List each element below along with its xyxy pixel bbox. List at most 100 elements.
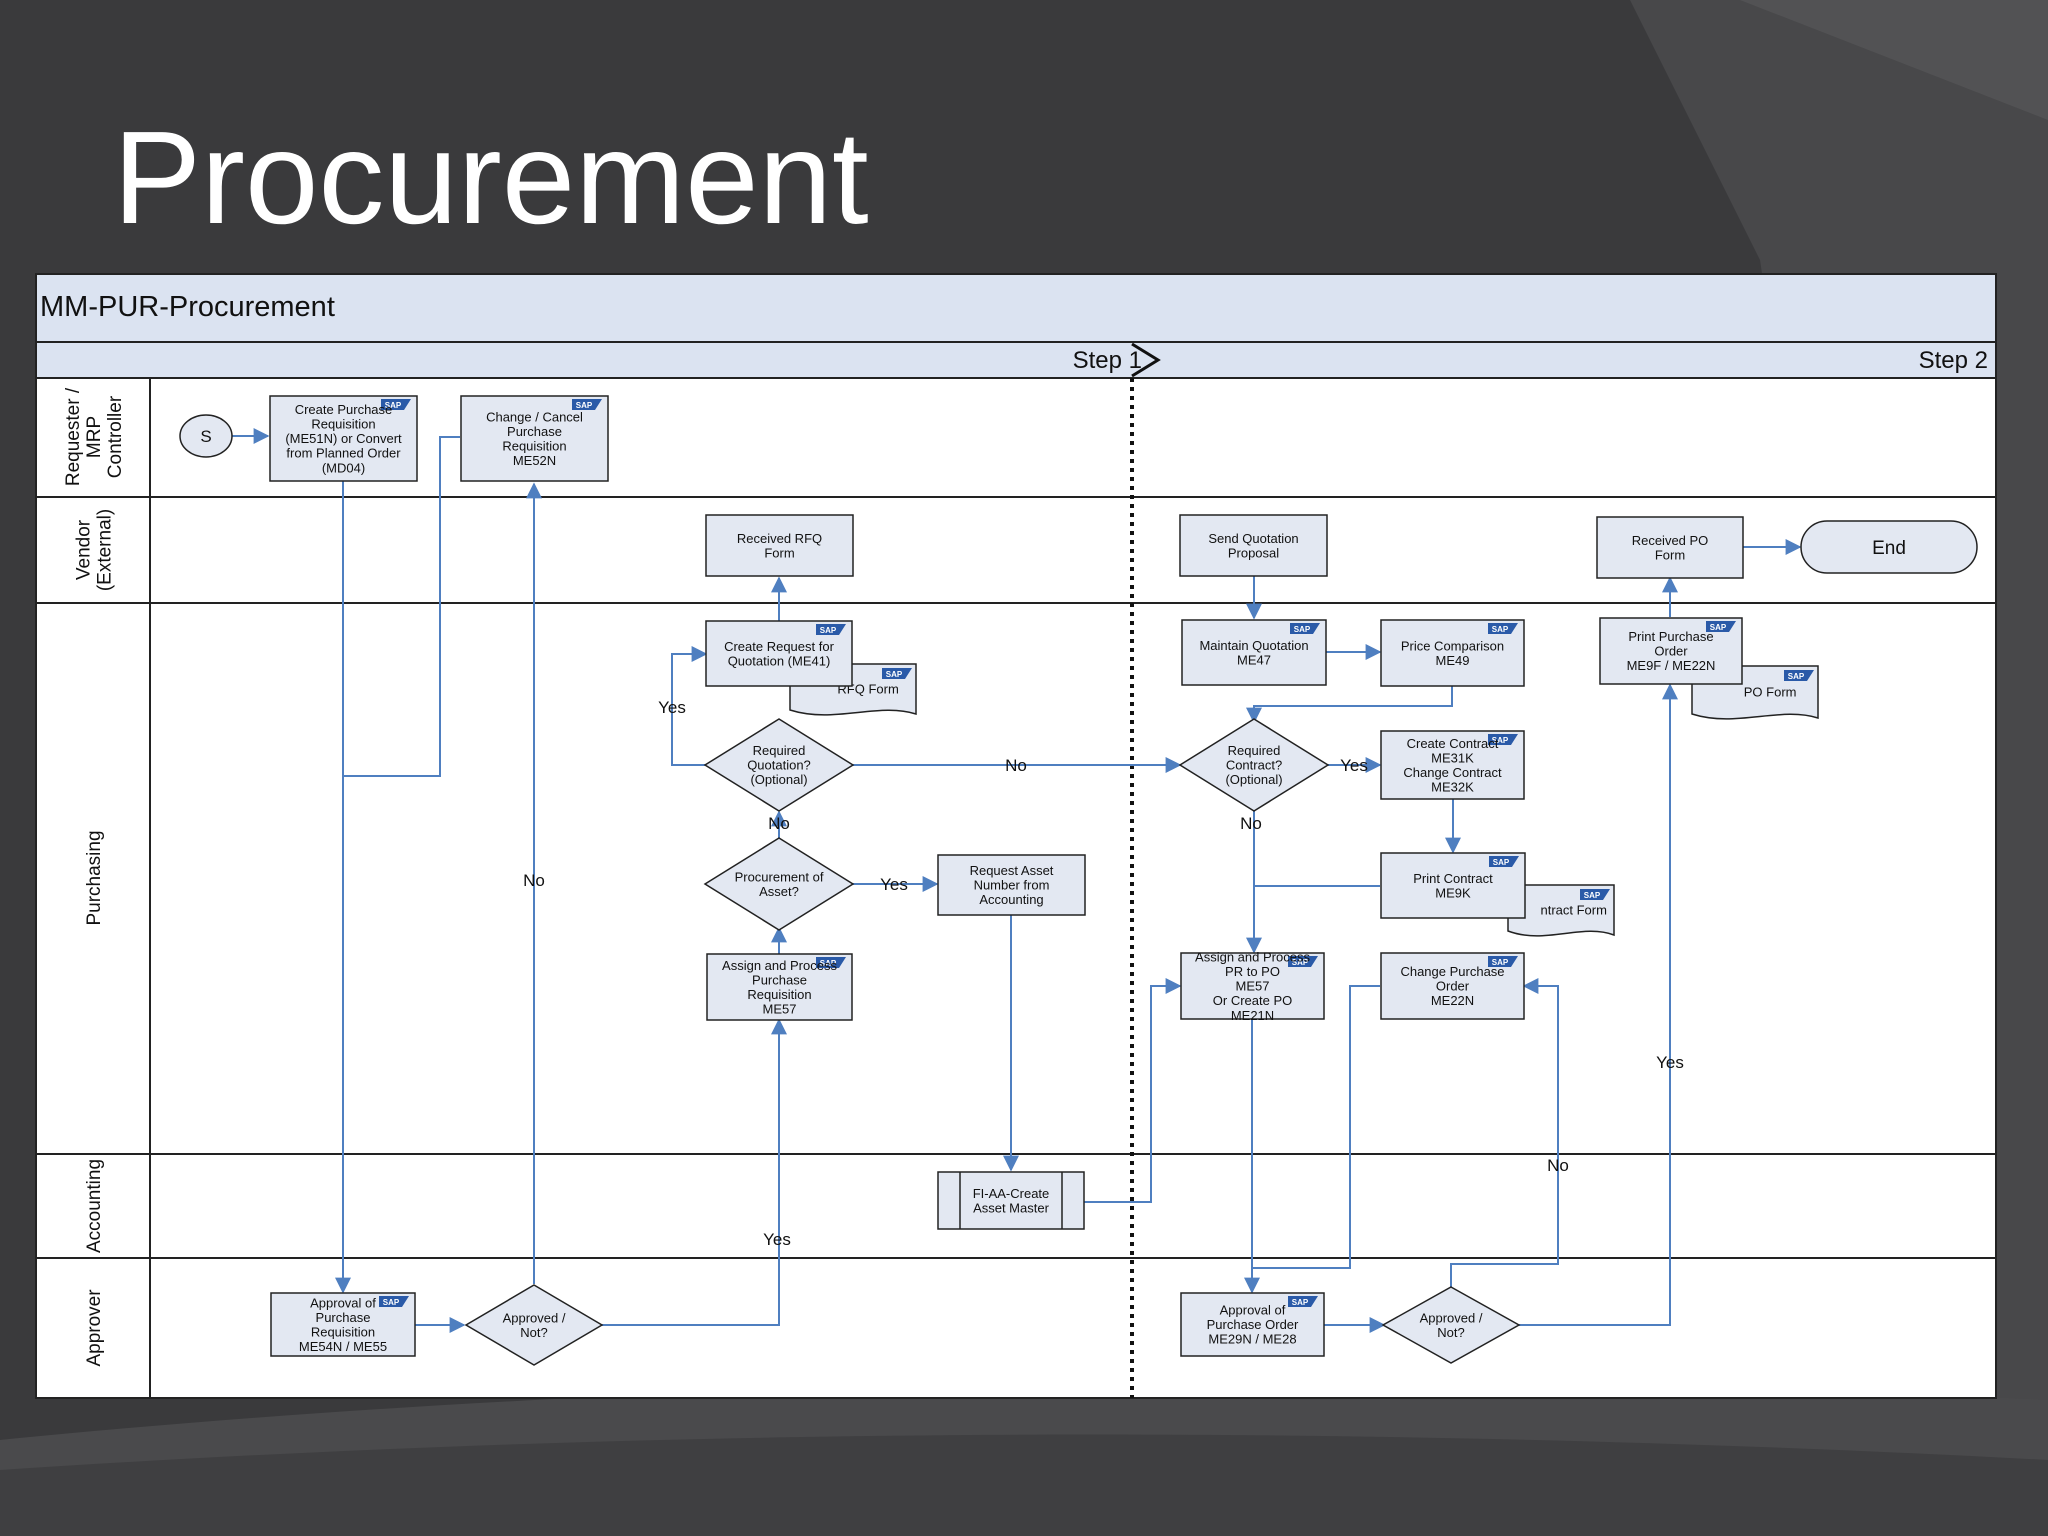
diagram-header [35, 273, 1997, 343]
process-box-text: Maintain Quotation [1199, 638, 1308, 653]
process-box-text: Or Create PO [1213, 993, 1292, 1008]
swimlane-label-accounting: Accounting [84, 1159, 105, 1253]
process-box-text: Accounting [979, 892, 1043, 907]
process-box-text: ME49 [1436, 653, 1470, 668]
end-node-text: End [1872, 538, 1906, 559]
connector-fiaa-assign [1084, 978, 1182, 1203]
sap-badge-label: SAP [820, 626, 837, 635]
decision-text: Required [753, 743, 806, 758]
decision-text: (Optional) [1225, 772, 1282, 787]
swimlane-label-vendor: Vendor(External) [74, 509, 116, 591]
process-box-text: ME29N / ME28 [1208, 1332, 1296, 1347]
process-box-text: Requisition [311, 417, 375, 432]
form-document-contract-form: SAP ntract Form [1507, 884, 1615, 937]
process-box-text: ME47 [1237, 652, 1271, 667]
decision-text: Quotation? [747, 758, 811, 773]
sap-badge-label: SAP [1292, 958, 1309, 967]
sap-badge-label: SAP [1492, 958, 1509, 967]
decision-text: Procurement of [735, 869, 824, 884]
swimlane-label-text: (External) [95, 509, 116, 591]
sap-badge-icon: SAP [1488, 956, 1518, 967]
connector-approved-no-change-po [1450, 978, 1559, 1288]
decision-text: Not? [520, 1325, 547, 1340]
swimlane-label-text: MRP [84, 416, 105, 458]
form-text: ntract Form [1540, 903, 1606, 918]
process-box-text: Create Purchase [295, 402, 393, 417]
process-box-text: Requisition [311, 1324, 375, 1339]
swimlane-label-text: Controller [105, 395, 126, 478]
sap-badge-label: SAP [385, 401, 402, 410]
process-box-text: ME54N / ME55 [299, 1339, 387, 1354]
process-box-text: Change Purchase [1400, 964, 1504, 979]
start-node: S [179, 414, 233, 458]
process-box-text: ME57 [1236, 979, 1270, 994]
form-text: RFQ Form [837, 682, 898, 697]
process-box-text: Number from [974, 878, 1050, 893]
step2-label: Step 2 [1919, 347, 1988, 374]
swimlane-label-text: Vendor [74, 519, 95, 580]
step-header-row [35, 341, 1997, 379]
connector-quotation-yes-rfq [671, 646, 708, 766]
process-box-text: Print Purchase [1628, 629, 1713, 644]
swimlane-label-text: Purchasing [84, 830, 105, 925]
end-node: End [1800, 520, 1978, 574]
process-box-text: Price Comparison [1401, 638, 1504, 653]
sap-badge-icon: SAP [572, 399, 602, 410]
sap-badge-icon: SAP [1488, 623, 1518, 634]
swimlane-label-purchasing: Purchasing [84, 830, 105, 925]
process-box-text: (ME51N) or Convert [285, 431, 402, 446]
edge-label-yes-asset: Yes [880, 875, 908, 894]
sap-badge-label: SAP [576, 401, 593, 410]
sap-badge-icon: SAP [816, 957, 846, 968]
sap-badge-label: SAP [886, 670, 903, 679]
process-box-text: Proposal [1228, 545, 1279, 560]
connector-to-change-pr [343, 436, 460, 777]
decision-text: Approved / [503, 1310, 566, 1325]
form-text: PO Form [1744, 685, 1797, 700]
process-box-text: Purchase [507, 424, 562, 439]
edge-label-yes-rfq: Yes [658, 698, 686, 717]
sap-badge-label: SAP [1710, 623, 1727, 632]
process-box-text: Send Quotation [1208, 531, 1298, 546]
decision-text: Contract? [1226, 758, 1282, 773]
slide-title: Procurement [113, 104, 869, 251]
process-box-text: Create Request for [724, 639, 835, 654]
edge-label-no-contract: No [1240, 814, 1262, 833]
process-box-text: FI-AA-Create [973, 1186, 1050, 1201]
decision-approved-right: Approved /Not? [1381, 1286, 1521, 1364]
sap-badge-label: SAP [820, 959, 837, 968]
decision-text: Required [1228, 743, 1281, 758]
process-box-text: Assign and Process [722, 958, 837, 973]
sap-badge-icon: SAP [882, 668, 912, 679]
edge-label-no-approved-left: No [523, 871, 545, 890]
process-box-text: ME57 [763, 1002, 797, 1017]
process-box-text: Purchase Order [1207, 1317, 1299, 1332]
sap-badge-icon: SAP [1290, 623, 1320, 634]
sap-badge-icon: SAP [379, 1296, 409, 1307]
process-box-text: ME31K [1431, 750, 1474, 765]
process-box-text: Approval of [310, 1295, 376, 1310]
sap-badge-icon: SAP [1288, 1296, 1318, 1307]
swimlane-label-text: Requester / [63, 387, 84, 486]
edge-label-yes-contract: Yes [1340, 756, 1368, 775]
process-box-text: ME9F / ME22N [1627, 658, 1716, 673]
sap-badge-icon: SAP [1706, 621, 1736, 632]
sap-badge-icon: SAP [1580, 889, 1610, 900]
connector-price-contract [1246, 686, 1453, 724]
process-box-text: Form [1655, 547, 1685, 562]
sap-badge-label: SAP [1492, 625, 1509, 634]
sap-badge-icon: SAP [1288, 956, 1318, 967]
